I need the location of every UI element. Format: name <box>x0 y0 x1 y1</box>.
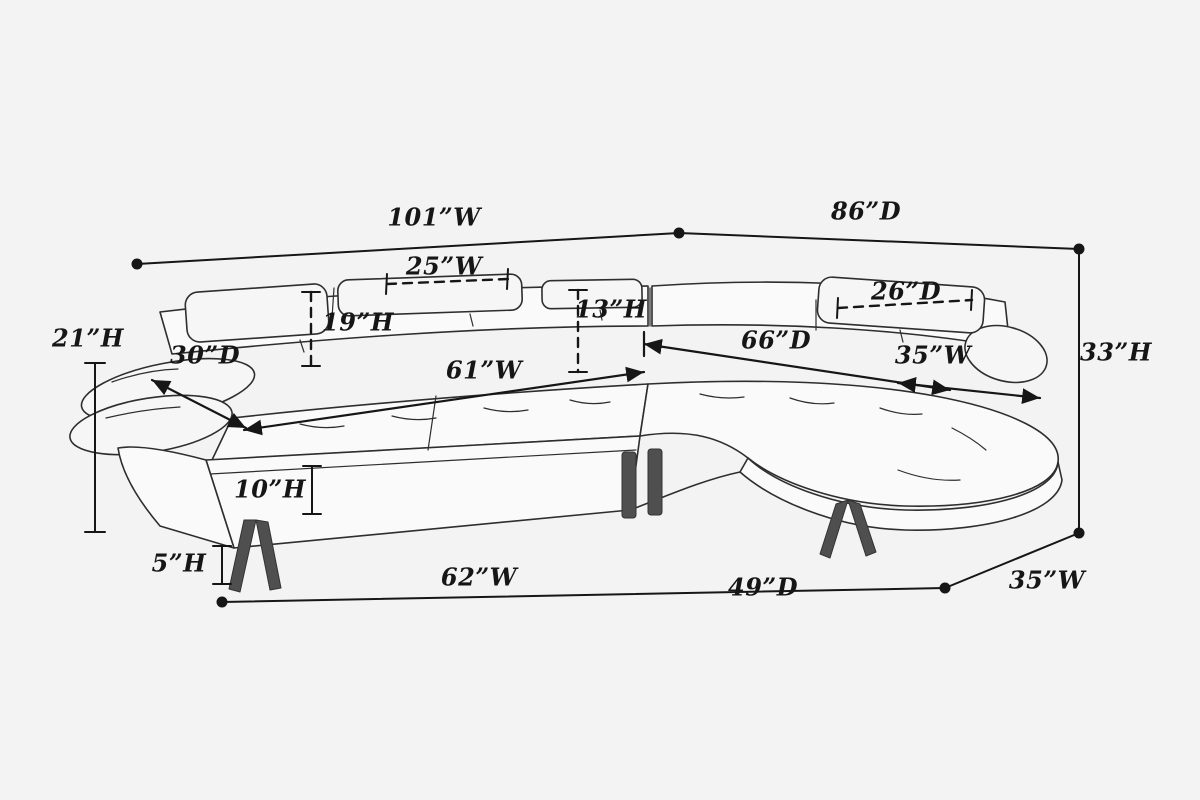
dim-label-top-width: 101”W <box>387 202 481 232</box>
dim-dash-headrest-width <box>385 277 510 286</box>
dim-label-base-depth: 49”D <box>727 572 799 602</box>
sofa-legs <box>228 448 877 593</box>
sofa-headrest-small <box>541 278 643 310</box>
sofa-leg-mid-2 <box>647 448 663 516</box>
sofa-seat-right-chaise <box>639 380 1059 507</box>
dim-label-chaise-width-top: 35”W <box>894 340 972 370</box>
sofa-front-seam <box>209 449 637 475</box>
dim-label-top-depth: 86”D <box>830 196 902 226</box>
dim-dash-headrest-depth <box>836 298 974 310</box>
dim-label-headrest-width: 25”W <box>405 251 483 281</box>
dim-arrow-chaise-width <box>896 376 1042 405</box>
dim-bracket-leg-height <box>212 545 232 585</box>
sofa-side-left <box>117 446 235 549</box>
sofa-leg-left-2 <box>255 519 282 591</box>
dim-bracket-seat-height <box>302 465 322 515</box>
sofa-leg-right-2 <box>847 499 877 557</box>
dim-label-back-height-mid: 13”H <box>575 294 647 324</box>
dim-arrow-seat-width <box>242 366 646 436</box>
sofa-leg-mid-1 <box>621 451 637 519</box>
dim-label-seat-height: 10”H <box>234 474 306 504</box>
dim-line-bottom-width <box>221 587 946 603</box>
sofa-drawing <box>69 273 1063 593</box>
sofa-back-seams <box>331 287 817 331</box>
dim-line-top-depth <box>678 232 1080 250</box>
dim-label-arm-height: 21”H <box>52 323 124 353</box>
dimension-lines <box>84 227 1085 608</box>
dim-label-headrest-depth: 26”D <box>870 276 942 306</box>
dim-bracket-arm-height <box>84 362 106 533</box>
sofa-inner-bottom-edge <box>629 471 741 511</box>
sofa-headrest-mid <box>337 273 523 317</box>
dim-line-bottom-chaise <box>944 532 1080 589</box>
dim-line-top-width <box>136 232 680 265</box>
dim-label-seat-depth: 66”D <box>740 325 812 355</box>
dim-arrow-lines <box>150 330 1042 436</box>
sofa-headrest-left <box>184 283 330 343</box>
dim-label-chaise-width-bottom: 35”W <box>1008 565 1086 595</box>
sofa-leg-left <box>228 519 257 593</box>
sofa-headrest-right <box>816 276 986 334</box>
dim-label-back-height-left: 19”H <box>322 307 394 337</box>
dim-label-base-width: 62”W <box>440 562 518 592</box>
dim-label-seat-width: 61”W <box>445 355 523 385</box>
dim-label-leg-height: 5”H <box>151 548 207 578</box>
dim-label-arm-depth: 30”D <box>169 340 241 370</box>
sofa-leg-right <box>819 499 849 559</box>
dim-dashed-lines <box>309 277 974 374</box>
dim-arrow-arm-depth <box>150 378 248 430</box>
dim-endpoint-dots <box>131 227 1085 608</box>
dim-label-overall-height: 33”H <box>1080 337 1152 367</box>
